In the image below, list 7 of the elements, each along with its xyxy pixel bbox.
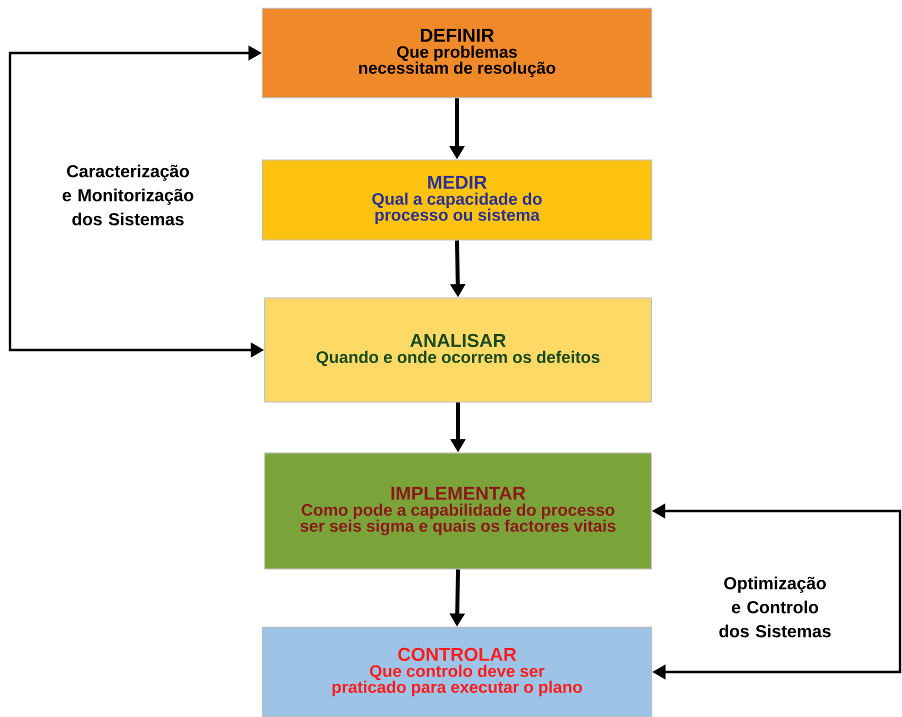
edge-label: Caracterização e Monitorização dos Sistemas (62, 164, 194, 226)
process-box: CONTROLAR Que controlo deve ser praticado para executar o plano (262, 626, 652, 717)
process-box: MEDIR Qual a capacidade do processo ou sistema (262, 159, 652, 241)
edge-label: Optimização e Controlo dos Sistemas (719, 576, 831, 638)
process-box: DEFINIR Que problemas necessitam de resolução (262, 8, 652, 98)
process-box: ANALISAR Quando e onde ocorrem os defeitos (264, 297, 652, 403)
process-box: IMPLEMENTAR Como pode a capabilidade do processo ser seis sigma e quais os factores vitais (264, 452, 652, 570)
